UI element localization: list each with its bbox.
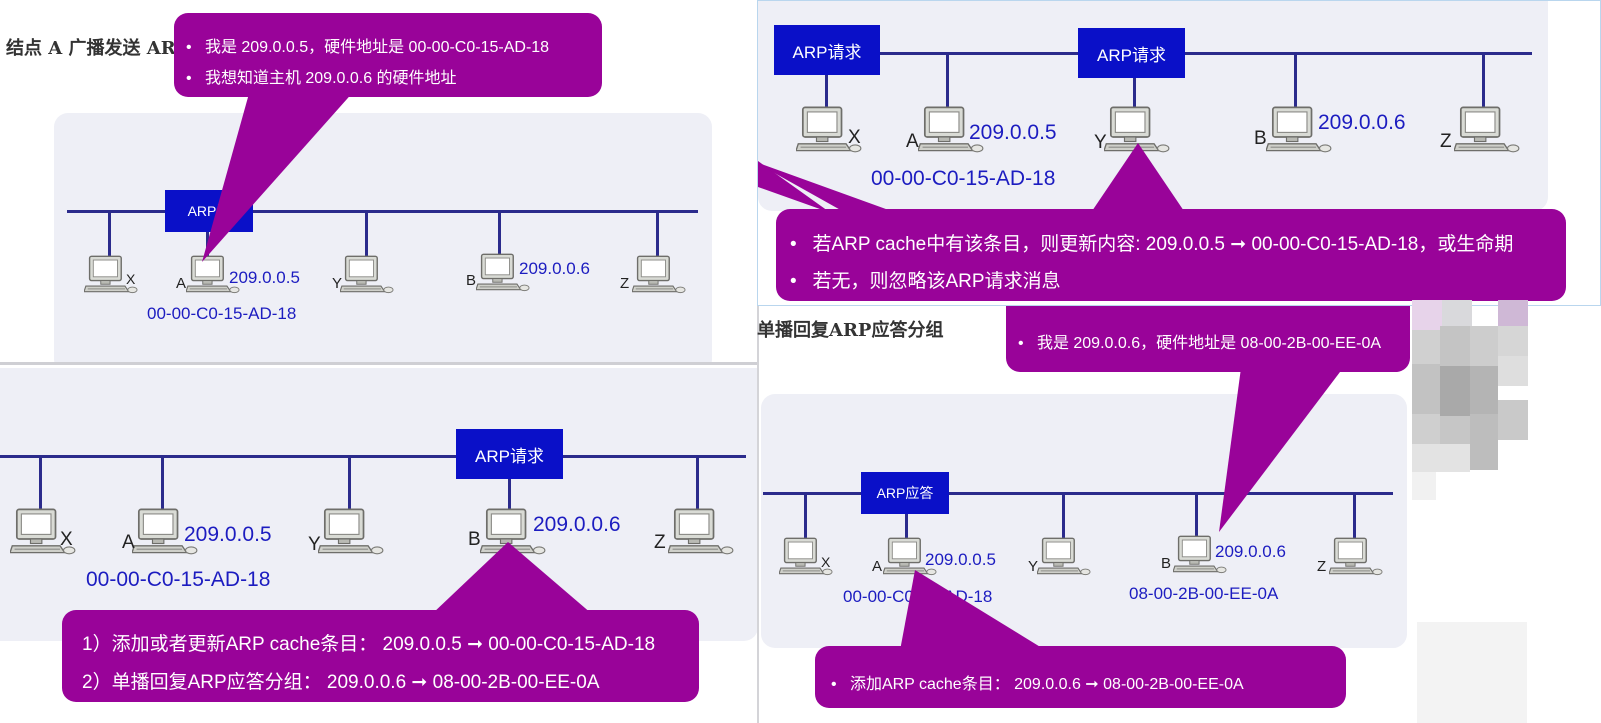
network-bus: [878, 52, 1532, 55]
drop-line-z: [1353, 492, 1356, 540]
host-b-mac: 08-00-2B-00-EE-0A: [1129, 584, 1279, 603]
arp-reply-label: ARP应答: [861, 472, 949, 514]
desktop-computer-icon: [1104, 106, 1170, 153]
callout-line: • 我是 209.0.0.6，硬件地址是 08-00-2B-00-EE-0A: [1018, 335, 1382, 352]
network-bus: [763, 492, 1393, 495]
callout-reply-content: • 我是 209.0.0.6，硬件地址是 08-00-2B-00-EE-0A: [1006, 306, 1410, 372]
host-a-ip: 209.0.0.5: [969, 121, 1057, 144]
drop-line-b: [1294, 52, 1297, 107]
host-a-mac: 00-00-C0-15-AD-18: [147, 304, 297, 323]
network-bus: [67, 210, 698, 213]
panel-host-b-processing: ARP请求 X A Y B Z 209.0.0.5 00-00-C0-15-AD…: [0, 362, 760, 723]
host-label-x: X: [126, 271, 136, 287]
arp-request-label: ARP请: [165, 190, 253, 232]
host-label-x: X: [60, 529, 73, 550]
arp-request-label: ARP请求: [774, 25, 880, 75]
host-b-ip: 209.0.0.6: [1318, 111, 1406, 134]
panel-left-border: [757, 306, 759, 723]
arp-request-label: ARP请求: [1078, 28, 1185, 78]
drop-line-y: [1062, 492, 1065, 540]
host-label-z: Z: [654, 532, 666, 553]
host-label-y: Y: [308, 534, 321, 555]
desktop-computer-icon: [668, 508, 734, 555]
host-label-b: B: [468, 529, 481, 550]
callout-cache-add: • 添加ARP cache条目： 209.0.0.6 ➞ 08-00-2B-00…: [815, 646, 1346, 708]
drop-line-z: [696, 455, 699, 511]
lan-background: [54, 113, 712, 362]
host-label-y: Y: [1094, 132, 1107, 153]
drop-line-a: [905, 492, 908, 540]
callout-request-content: • 我是 209.0.0.5，硬件地址是 00-00-C0-15-AD-18 •…: [174, 13, 602, 97]
drop-line-y: [348, 455, 351, 511]
callout-processing-steps: 1）添加或者更新ARP cache条目： 209.0.0.5 ➞ 00-00-C…: [62, 610, 699, 702]
drop-line-x: [39, 455, 42, 511]
desktop-computer-icon: [632, 255, 686, 294]
network-bus: [0, 455, 746, 458]
drop-line-y: [1133, 52, 1136, 107]
host-b-ip: 209.0.0.6: [519, 259, 590, 278]
callout-line: 2）单播回复ARP应答分组： 209.0.0.6 ➞ 08-00-2B-00-E…: [82, 672, 600, 693]
callout-line: 1）添加或者更新ARP cache条目： 209.0.0.5 ➞ 00-00-C…: [82, 634, 656, 655]
lan-background: [761, 394, 1407, 648]
host-label-y: Y: [332, 275, 343, 292]
host-label-a: A: [906, 131, 919, 152]
host-a-mac: 00-00-C0-15-AD-18: [86, 568, 271, 591]
drop-line-y: [365, 210, 368, 258]
panel-top-border: [0, 362, 760, 365]
panel-unicast-reply: 单播回复ARP应答分组 ARP应答 X A Y B Z 209.0.0.5 00…: [757, 306, 1417, 723]
blurred-region: [1412, 300, 1528, 500]
host-label-z: Z: [1317, 558, 1327, 575]
drop-line-b: [498, 210, 501, 258]
callout-line: • 若ARP cache中有该条目，则更新内容: 209.0.0.5 ➞ 00-…: [790, 234, 1514, 255]
drop-line-b: [508, 455, 511, 511]
host-a-ip: 209.0.0.5: [229, 268, 300, 287]
lan-background: [0, 368, 758, 641]
host-label-x: X: [821, 554, 831, 570]
callout-line: • 我想知道主机 209.0.0.6 的硬件地址: [186, 70, 457, 87]
drop-line-z: [1482, 52, 1485, 107]
drop-line-a: [161, 455, 164, 511]
host-label-b: B: [1254, 128, 1267, 149]
callout-line: • 我是 209.0.0.5，硬件地址是 00-00-C0-15-AD-18: [186, 39, 550, 56]
host-label-y: Y: [1028, 558, 1039, 575]
host-a-mac: 00-00-C0-15-AD-18: [871, 167, 1056, 190]
desktop-computer-icon: [340, 255, 394, 294]
panel-broadcast-request: 结点 A 广播发送 AR ARP请 X A Y B Z 209.0.0.5 00…: [0, 0, 760, 362]
desktop-computer-icon: [1037, 537, 1091, 576]
host-b-ip: 209.0.0.6: [533, 513, 621, 536]
panel-heading: 结点 A 广播发送 AR: [6, 38, 176, 59]
host-label-b: B: [466, 272, 477, 289]
panel-heading: 单播回复ARP应答分组: [757, 320, 944, 341]
desktop-computer-icon: [1454, 106, 1520, 153]
drop-line-x: [825, 52, 828, 107]
host-label-a: A: [872, 558, 883, 575]
drop-line-z: [656, 210, 659, 258]
drop-line-a: [946, 52, 949, 107]
desktop-computer-icon: [318, 508, 384, 555]
drop-line-x: [108, 210, 111, 258]
host-label-a: A: [176, 275, 187, 292]
host-a-mac: 00-00-C0-15-AD-18: [843, 587, 993, 606]
desktop-computer-icon: [1329, 537, 1383, 576]
callout-line: • 若无，则忽略该ARP请求消息: [790, 271, 1061, 292]
callout-cache-update-rule: • 若ARP cache中有该条目，则更新内容: 209.0.0.5 ➞ 00-…: [776, 209, 1566, 301]
host-label-z: Z: [1440, 131, 1452, 152]
host-label-x: X: [848, 127, 861, 148]
drop-line-x: [804, 492, 807, 540]
drop-line-b: [1195, 492, 1198, 540]
host-label-z: Z: [620, 275, 630, 292]
panel-other-hosts-receive: ARP请求 ARP请求 X A Y B Z 209.0.0.5 00-00-C0…: [757, 0, 1601, 306]
host-a-ip: 209.0.0.5: [925, 550, 996, 569]
light-bg-region: [1417, 622, 1527, 723]
arp-request-label: ARP请求: [456, 429, 563, 479]
host-b-ip: 209.0.0.6: [1215, 542, 1286, 561]
callout-line: • 添加ARP cache条目： 209.0.0.6 ➞ 08-00-2B-00…: [831, 676, 1244, 693]
host-a-ip: 209.0.0.5: [184, 523, 272, 546]
host-label-b: B: [1161, 555, 1172, 572]
host-label-a: A: [122, 532, 135, 553]
